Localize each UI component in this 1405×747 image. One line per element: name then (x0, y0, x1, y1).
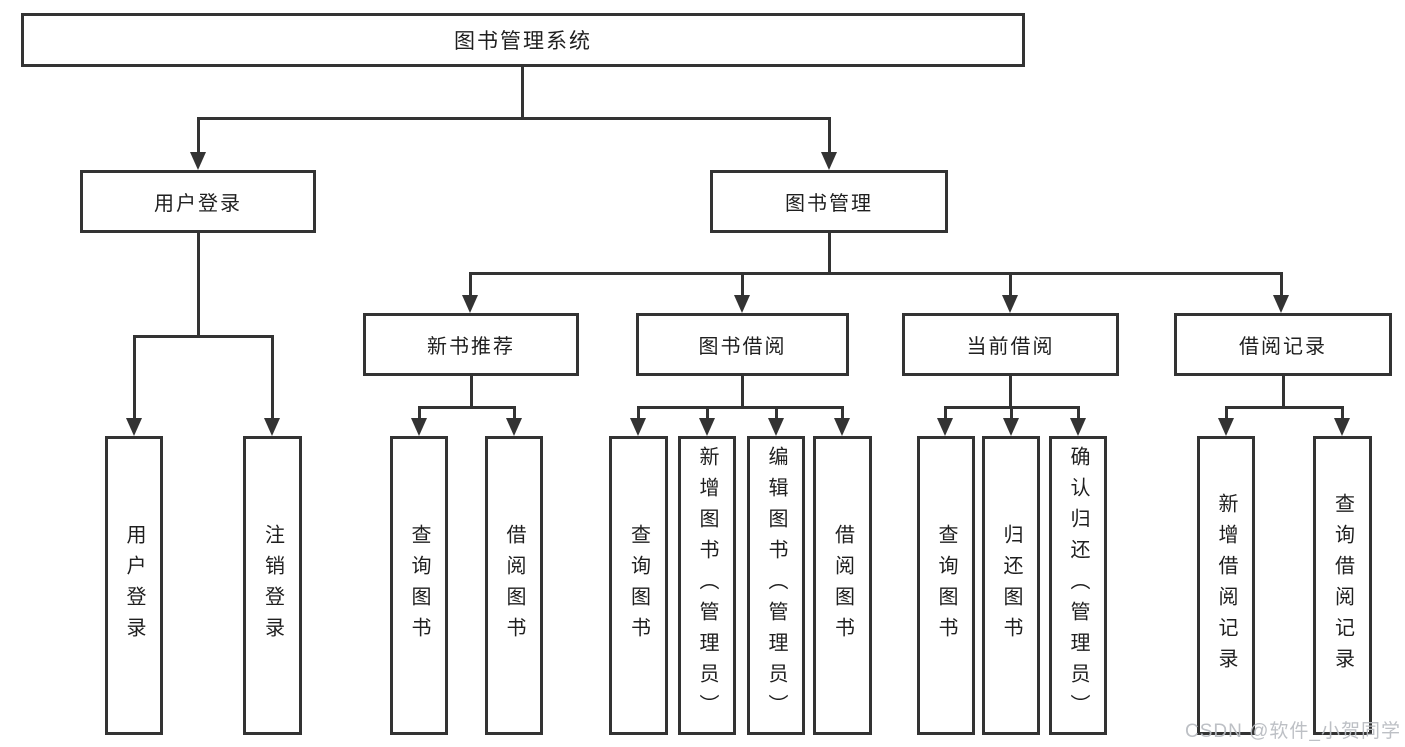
arrowhead-down-icon (190, 152, 206, 170)
node-leaf-confirm-return-admin: 确认归还（管理员） (1049, 436, 1107, 735)
node-leaf-query-borrow-record: 查询借阅记录 (1313, 436, 1372, 735)
node-leaf-query-books-recommend: 查询图书 (390, 436, 448, 735)
arrowhead-down-icon (630, 418, 646, 436)
node-book-borrowing: 图书借阅 (636, 313, 849, 376)
connector-stub (1280, 272, 1283, 300)
connector-stub (706, 406, 709, 422)
node-leaf-add-borrow-record: 新增借阅记录 (1197, 436, 1255, 735)
connector-stub (513, 406, 516, 422)
node-leaf-borrow-books: 借阅图书 (813, 436, 872, 735)
arrowhead-down-icon (834, 418, 850, 436)
node-book-management: 图书管理 (710, 170, 948, 233)
connector-borrow-drop (741, 376, 744, 409)
node-user-login: 用户登录 (80, 170, 316, 233)
connector-records-drop (1282, 376, 1285, 409)
watermark: CSDN @软件_小贺同学 (1185, 721, 1401, 742)
connector-stub (841, 406, 844, 422)
arrowhead-down-icon (734, 295, 750, 313)
arrowhead-down-icon (1002, 295, 1018, 313)
arrowhead-down-icon (126, 418, 142, 436)
connector-stub (775, 406, 778, 422)
connector-stub (271, 335, 274, 420)
connector-userlogin-drop (197, 233, 200, 337)
arrowhead-down-icon (264, 418, 280, 436)
connector-bookmgmt-drop (828, 233, 831, 275)
arrowhead-down-icon (1218, 418, 1234, 436)
node-leaf-add-book-admin: 新增图书（管理员） (678, 436, 736, 735)
node-leaf-query-books-current: 查询图书 (917, 436, 975, 735)
arrowhead-down-icon (462, 295, 478, 313)
node-leaf-query-books-borrow: 查询图书 (609, 436, 668, 735)
arrowhead-down-icon (411, 418, 427, 436)
node-new-book-recommend: 新书推荐 (363, 313, 579, 376)
connector-stub (469, 272, 472, 300)
connector-stub (828, 117, 831, 155)
connector-stub (1009, 272, 1012, 300)
arrowhead-down-icon (768, 418, 784, 436)
node-current-borrowing: 当前借阅 (902, 313, 1119, 376)
arrowhead-down-icon (506, 418, 522, 436)
node-leaf-edit-book-admin: 编辑图书（管理员） (747, 436, 805, 735)
node-leaf-borrow-books-recommend: 借阅图书 (485, 436, 543, 735)
arrowhead-down-icon (1070, 418, 1086, 436)
connector-stub (944, 406, 947, 422)
node-leaf-return-book: 归还图书 (982, 436, 1040, 735)
node-leaf-logout: 注销登录 (243, 436, 302, 735)
connector-bookmgmt-rail (469, 272, 1283, 275)
connector-root-drop (521, 65, 524, 119)
connector-userlogin-rail (133, 335, 274, 338)
node-borrowing-records: 借阅记录 (1174, 313, 1392, 376)
connector-stub (1010, 406, 1013, 422)
connector-records-rail (1225, 406, 1343, 409)
connector-root-rail (197, 117, 831, 120)
connector-stub (1341, 406, 1344, 422)
connector-stub (418, 406, 421, 422)
connector-stub (1225, 406, 1228, 422)
node-library-system-root: 图书管理系统 (21, 13, 1025, 67)
arrowhead-down-icon (1003, 418, 1019, 436)
connector-newrec-rail (418, 406, 516, 409)
connector-stub (741, 272, 744, 300)
arrowhead-down-icon (1334, 418, 1350, 436)
arrowhead-down-icon (1273, 295, 1289, 313)
connector-stub (637, 406, 640, 422)
arrowhead-down-icon (699, 418, 715, 436)
connector-borrow-rail (637, 406, 843, 409)
node-leaf-user-login: 用户登录 (105, 436, 163, 735)
connector-stub (133, 335, 136, 420)
connector-newrec-drop (470, 376, 473, 409)
connector-stub (1077, 406, 1080, 422)
connector-current-drop (1009, 376, 1012, 409)
arrowhead-down-icon (937, 418, 953, 436)
arrowhead-down-icon (821, 152, 837, 170)
connector-stub (197, 117, 200, 155)
